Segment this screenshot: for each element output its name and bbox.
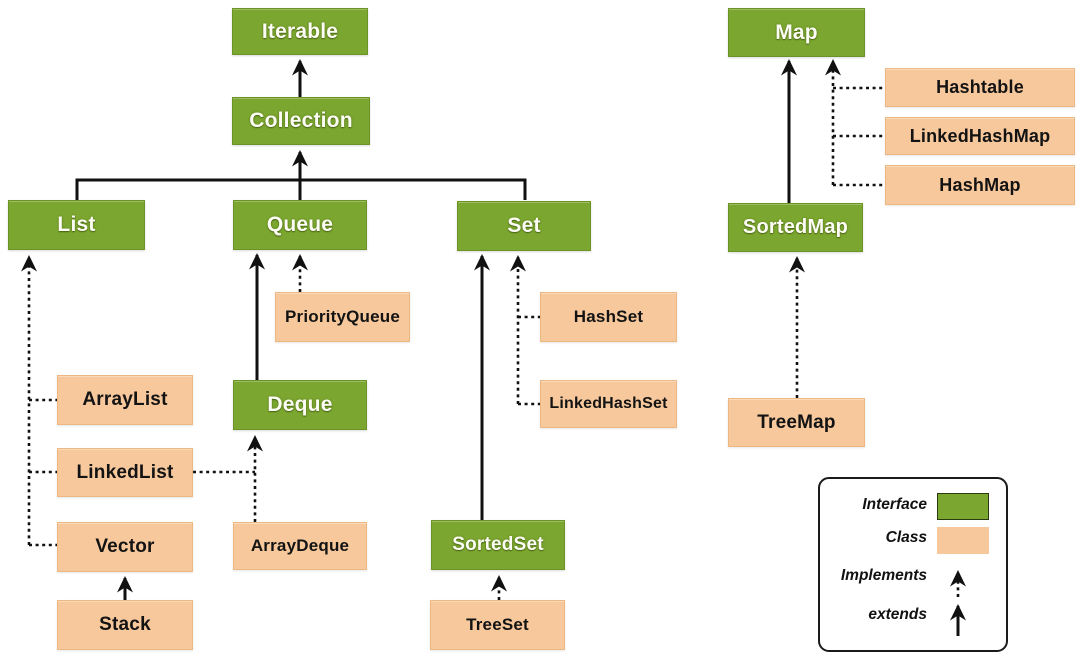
node-deque: Deque — [233, 380, 367, 430]
edge-branch-list-queue-set — [75, 178, 527, 200]
node-set: Set — [457, 201, 591, 251]
node-linkedhashmap: LinkedHashMap — [885, 117, 1075, 155]
node-list: List — [8, 200, 145, 250]
node-treeset: TreeSet — [430, 600, 565, 650]
node-arraylist: ArrayList — [57, 375, 193, 425]
node-priorityqueue: PriorityQueue — [275, 292, 410, 342]
node-treemap: TreeMap — [728, 398, 865, 447]
node-hashmap: HashMap — [885, 165, 1075, 205]
node-iterable: Iterable — [232, 8, 368, 55]
node-stack: Stack — [57, 600, 193, 650]
node-arraydeque: ArrayDeque — [233, 522, 367, 570]
node-hashtable: Hashtable — [885, 68, 1075, 107]
node-map: Map — [728, 8, 865, 57]
node-sortedmap: SortedMap — [728, 203, 863, 252]
legend-extends-label: extends — [868, 606, 927, 623]
node-hashset: HashSet — [540, 292, 677, 342]
legend-interface-swatch — [937, 493, 989, 520]
legend-implements-label: Implements — [840, 567, 927, 584]
node-collection: Collection — [232, 97, 370, 145]
node-linkedlist: LinkedList — [57, 448, 193, 497]
legend-class-label: Class — [885, 529, 927, 546]
legend-class-swatch — [937, 527, 989, 554]
node-sortedset: SortedSet — [431, 520, 565, 570]
node-queue: Queue — [233, 200, 367, 250]
legend-interface-label: Interface — [862, 496, 927, 513]
node-linkedhashset: LinkedHashSet — [540, 380, 677, 428]
node-vector: Vector — [57, 522, 193, 572]
legend: Interface Class Implements extends — [818, 477, 1008, 652]
